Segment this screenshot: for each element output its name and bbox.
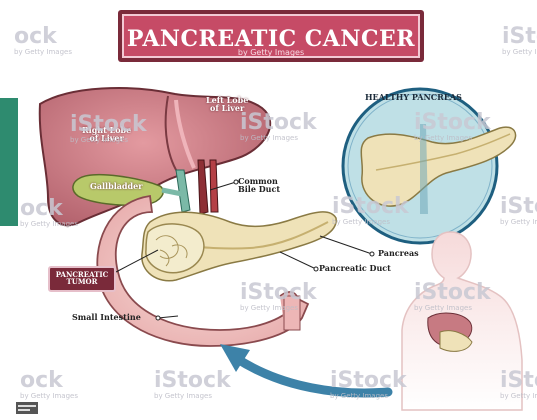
hepatic-vessel-2 [210,160,218,212]
pancreas-label: Pancreas [378,249,419,257]
small-intestine-label: Small Intestine [72,313,141,321]
pancreatic-tumor-label: PANCREATIC TUMOR [50,271,114,286]
corner-logo-icon [16,402,38,414]
leader-pancreas-dot [370,252,374,256]
pancreatic-tumor-badge: PANCREATIC TUMOR [48,266,116,292]
leader-pancreatic-duct [280,252,316,269]
healthy-pancreas-label: HEALTHY PANCREAS [365,93,462,101]
leader-small-intestine-dot [156,316,160,320]
common-bile-duct-label: Common Bile Duct [238,177,280,194]
tumor-mass [146,224,204,273]
pancreatic-duct-label: Pancreatic Duct [319,264,391,272]
leader-small-intestine [158,316,178,318]
leader-pancreatic-duct-dot [314,267,318,271]
gallbladder-label: Gallbladder [90,182,142,190]
leader-pancreas [320,236,372,254]
